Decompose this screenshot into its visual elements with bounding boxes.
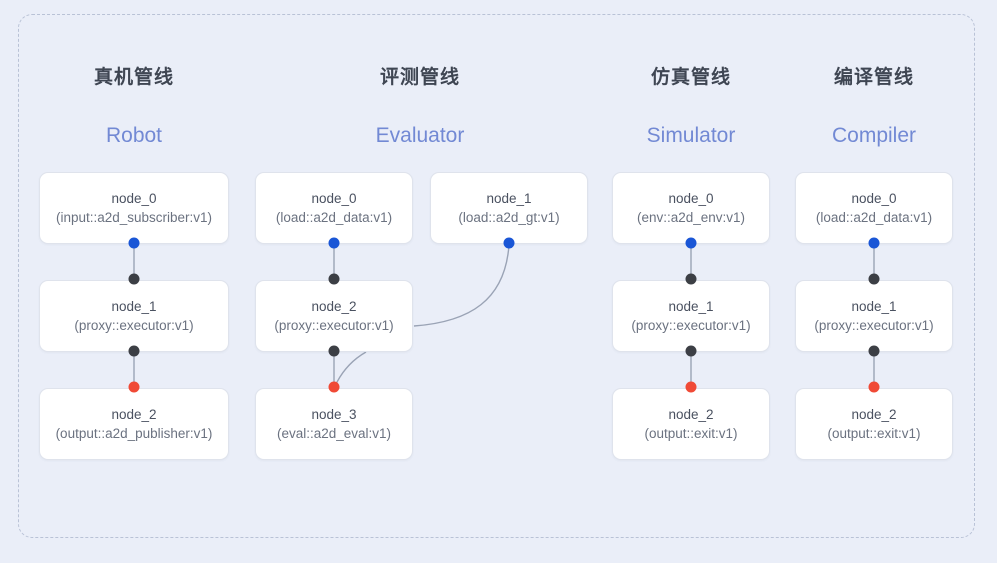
node-box[interactable]: node_1(load::a2d_gt:v1) — [430, 172, 588, 244]
port-output-dot[interactable] — [128, 345, 140, 357]
node-name: node_2 — [851, 407, 897, 422]
node-type-label: (output::exit:v1) — [827, 426, 921, 441]
node-box[interactable]: node_0(load::a2d_data:v1) — [795, 172, 953, 244]
node-type-label: (env::a2d_env:v1) — [636, 210, 746, 225]
port-output-dot[interactable] — [328, 237, 340, 249]
port-output-dot[interactable] — [128, 237, 140, 249]
node-type-label: (input::a2d_subscriber:v1) — [55, 210, 213, 225]
node-type-label: (load::a2d_data:v1) — [275, 210, 393, 225]
node-box[interactable]: node_3(eval::a2d_eval:v1) — [255, 388, 413, 460]
column-subtitle-compiler: Compiler — [831, 124, 917, 147]
node-box[interactable]: node_0(load::a2d_data:v1) — [255, 172, 413, 244]
node-name: node_0 — [851, 191, 897, 206]
port-input-dot[interactable] — [128, 273, 140, 285]
node-box[interactable]: node_2(proxy::executor:v1) — [255, 280, 413, 352]
port-input-dot[interactable] — [685, 381, 697, 393]
node-type-label: (load::a2d_data:v1) — [815, 210, 933, 225]
node-name: node_0 — [668, 191, 714, 206]
node-name: node_3 — [311, 407, 357, 422]
column-title-evaluator: 评测管线 — [379, 67, 460, 88]
port-input-dot[interactable] — [328, 381, 340, 393]
port-input-dot[interactable] — [868, 273, 880, 285]
node-type-label: (output::a2d_publisher:v1) — [55, 426, 213, 441]
port-input-dot[interactable] — [868, 381, 880, 393]
node-type-label: (load::a2d_gt:v1) — [458, 210, 560, 225]
column-title-compiler: 编译管线 — [833, 67, 914, 88]
column-subtitle-simulator: Simulator — [646, 124, 736, 147]
column-subtitle-evaluator: Evaluator — [375, 124, 465, 147]
port-output-dot[interactable] — [328, 345, 340, 357]
node-name: node_2 — [111, 407, 157, 422]
port-output-dot[interactable] — [868, 237, 880, 249]
node-name: node_2 — [311, 299, 357, 314]
node-type-label: (proxy::executor:v1) — [814, 318, 934, 333]
node-box[interactable]: node_0(input::a2d_subscriber:v1) — [39, 172, 229, 244]
node-name: node_0 — [111, 191, 157, 206]
node-box[interactable]: node_1(proxy::executor:v1) — [39, 280, 229, 352]
port-output-dot[interactable] — [685, 345, 697, 357]
node-type-label: (proxy::executor:v1) — [274, 318, 394, 333]
column-title-robot: 真机管线 — [93, 67, 174, 88]
port-output-dot[interactable] — [503, 237, 515, 249]
node-type-label: (output::exit:v1) — [644, 426, 738, 441]
port-input-dot[interactable] — [328, 273, 340, 285]
node-name: node_1 — [851, 299, 897, 314]
node-box[interactable]: node_1(proxy::executor:v1) — [612, 280, 770, 352]
node-box[interactable]: node_2(output::exit:v1) — [612, 388, 770, 460]
node-box[interactable]: node_1(proxy::executor:v1) — [795, 280, 953, 352]
port-input-dot[interactable] — [685, 273, 697, 285]
node-box[interactable]: node_2(output::a2d_publisher:v1) — [39, 388, 229, 460]
port-output-dot[interactable] — [868, 345, 880, 357]
port-input-dot[interactable] — [128, 381, 140, 393]
node-box[interactable]: node_0(env::a2d_env:v1) — [612, 172, 770, 244]
node-type-label: (eval::a2d_eval:v1) — [276, 426, 392, 441]
node-name: node_2 — [668, 407, 714, 422]
port-output-dot[interactable] — [685, 237, 697, 249]
node-name: node_1 — [486, 191, 532, 206]
diagram-outer-frame — [18, 14, 975, 538]
column-subtitle-robot: Robot — [105, 124, 163, 147]
column-title-simulator: 仿真管线 — [650, 67, 731, 88]
node-type-label: (proxy::executor:v1) — [631, 318, 751, 333]
node-box[interactable]: node_2(output::exit:v1) — [795, 388, 953, 460]
node-name: node_1 — [668, 299, 714, 314]
node-type-label: (proxy::executor:v1) — [74, 318, 194, 333]
node-name: node_1 — [111, 299, 157, 314]
node-name: node_0 — [311, 191, 357, 206]
